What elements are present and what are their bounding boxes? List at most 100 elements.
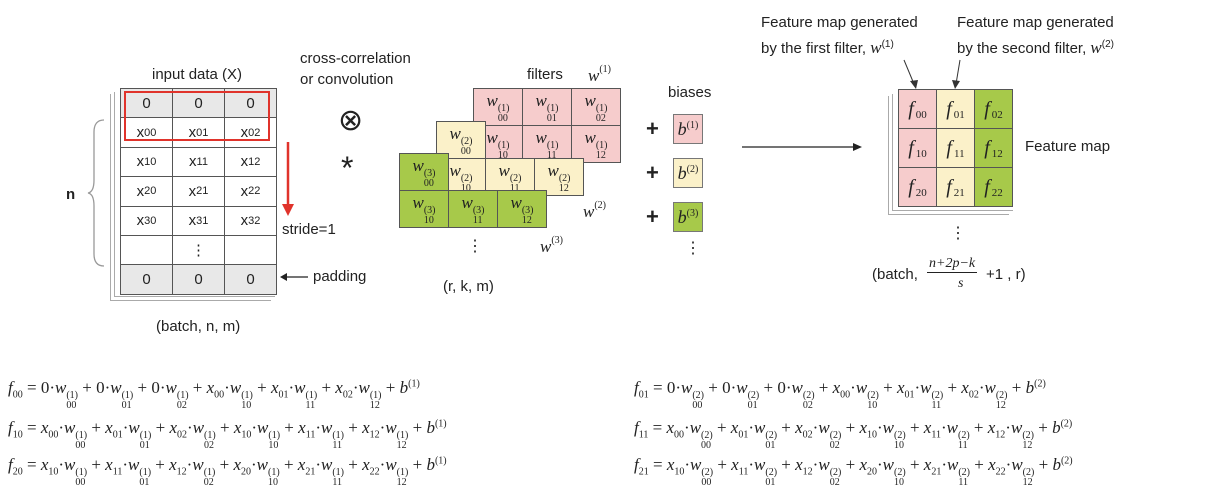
fmap-shape-prefix: (batch, (872, 266, 918, 283)
filter2-cell-label: w(2)12 (547, 160, 571, 194)
equation-right: f01 = 0·w(2)00 + 0·w(2)01 + 0·w(2)02 + x… (634, 378, 1046, 411)
input-cell (120, 235, 173, 266)
bias-plus: + (646, 204, 659, 229)
input-cell: 0 (172, 264, 225, 295)
padding-label: padding (313, 268, 367, 285)
fmap-stack-shadow (892, 94, 1013, 211)
filter2-cell-label: w(2)10 (449, 160, 473, 194)
bias-box: b(1) (673, 114, 703, 144)
equation-right: f11 = x00·w(2)00 + x01·w(2)01 + x02·w(2)… (634, 418, 1073, 451)
filters-title: filters (527, 66, 563, 83)
filter3-cell-label: w(3)00 (412, 155, 436, 189)
filter1-cell: w(1)00 (473, 88, 523, 126)
operation-label-2: or convolution (300, 71, 394, 88)
input-cell (224, 235, 277, 266)
filter3-cell-label: w(3)10 (412, 192, 436, 226)
filter1-cell: w(1)01 (522, 88, 572, 126)
bias-plus: + (646, 116, 659, 141)
input-stack-shadow (114, 92, 275, 297)
equation-left: f20 = x10·w(1)00 + x11·w(1)01 + x12·w(1)… (8, 455, 447, 488)
bias-label: b(2) (677, 162, 699, 183)
filter1-cell-label: w(1)10 (486, 127, 510, 161)
n-label: n (66, 186, 76, 203)
filter3-cell: w(3)11 (448, 190, 498, 228)
filter1-cell-label: w(1)11 (535, 127, 559, 161)
annot1-line2: by the first filter, w(1) (761, 38, 894, 58)
biases-dots: ⋮ (685, 240, 701, 257)
stride-arrow (282, 142, 294, 216)
filter3-cell: w(3)12 (497, 190, 547, 228)
filter2-cell-label: w(2)11 (498, 160, 522, 194)
annot2-line1: Feature map generated (957, 14, 1114, 31)
w2-label: w(2) (583, 200, 607, 221)
stride-label: stride=1 (282, 221, 336, 238)
biases-title: biases (668, 84, 712, 101)
bias-box: b(3) (673, 202, 703, 232)
bias-plus: + (646, 160, 659, 185)
filter1-cell-label: w(1)12 (584, 127, 608, 161)
filter3-cell: w(3)00 (399, 153, 449, 191)
w1-label: w(1) (588, 64, 612, 85)
input-title: input data (X) (152, 66, 243, 83)
otimes-icon: ⊗ (338, 104, 364, 137)
bias-box: b(2) (673, 158, 703, 188)
equation-left: f10 = x00·w(1)00 + x01·w(1)01 + x02·w(1)… (8, 418, 447, 451)
filter2-cell: w(2)12 (534, 158, 584, 196)
w3-label: w(3) (540, 235, 564, 256)
annot2-line2: by the second filter, w(2) (957, 38, 1114, 58)
filter1-cell: w(1)02 (571, 88, 621, 126)
input-stack-shadow (110, 94, 271, 301)
equation-left: f00 = 0·w(1)00 + 0·w(1)01 + 0·w(1)02 + x… (8, 378, 420, 411)
equation-right: f21 = x10·w(2)00 + x11·w(2)01 + x12·w(2)… (634, 455, 1073, 488)
filter3-cell-label: w(3)11 (461, 192, 485, 226)
output-arrow (742, 143, 862, 151)
fmap-shape-denominator: s (958, 276, 964, 291)
feature-map-label: Feature map (1025, 138, 1111, 155)
bias-label: b(1) (677, 118, 699, 139)
filter1-cell-label: w(1)01 (535, 90, 559, 124)
input-cell: ⋮ (172, 235, 225, 266)
filter3-cell-label: w(3)12 (510, 192, 534, 226)
kernel-window (124, 91, 270, 141)
filter2-cell-label: w(2)00 (449, 123, 473, 157)
n-brace (87, 119, 105, 267)
filter1-cell-label: w(1)02 (584, 90, 608, 124)
filters-shape-label: (r, k, m) (443, 278, 494, 295)
filter1-cell: w(1)12 (571, 125, 621, 163)
operation-label-1: cross-correlation (300, 50, 411, 67)
fmap-shape-numerator: n+2p−k (927, 256, 978, 273)
filters-dots: ⋮ (467, 238, 483, 255)
input-shape-label: (batch, n, m) (156, 318, 241, 335)
filter2-cell: w(2)11 (485, 158, 535, 196)
fmap-stack-shadow (888, 96, 1009, 215)
input-cell: 0 (120, 264, 173, 295)
padding-arrow (280, 273, 308, 281)
